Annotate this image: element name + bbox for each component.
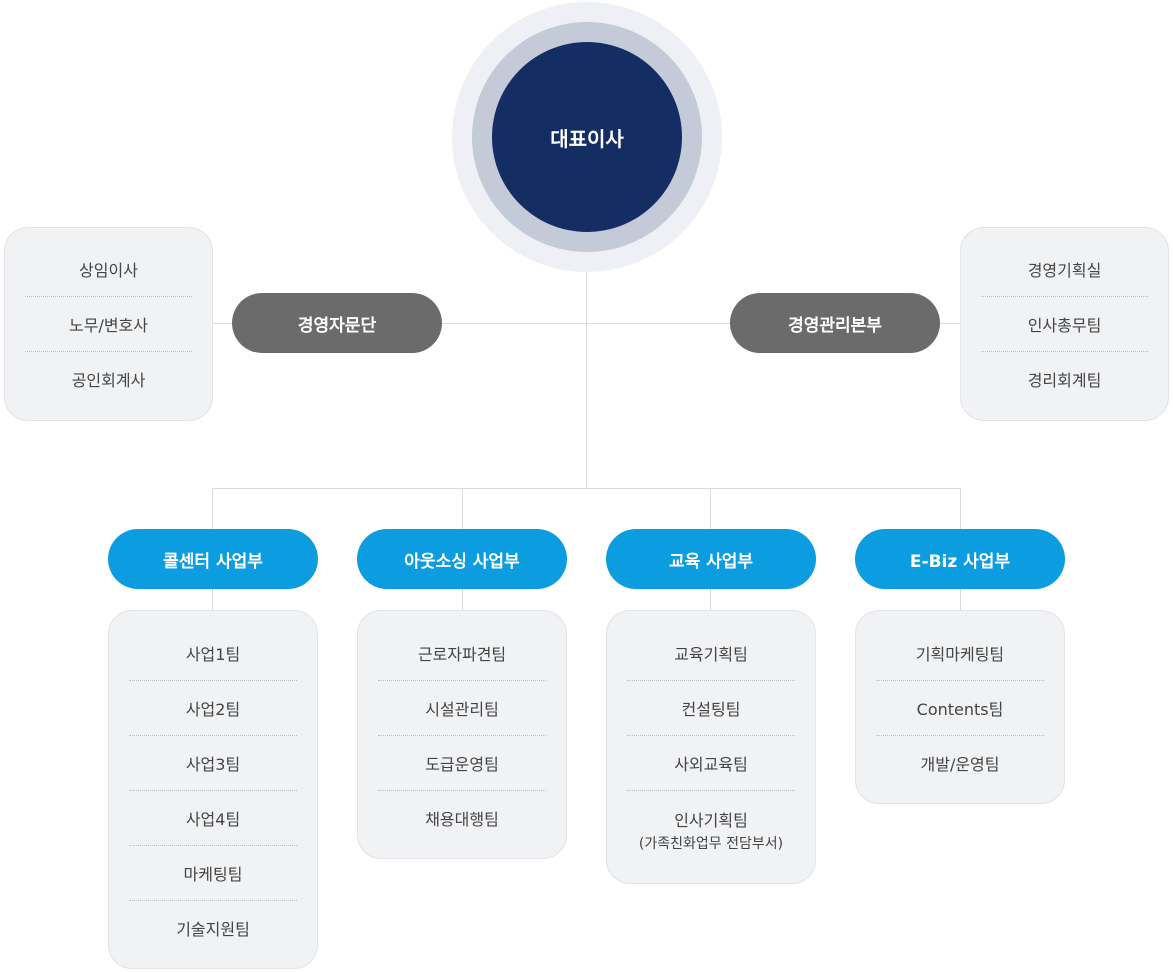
management-team-item: 경영기획실 [981,241,1148,297]
advisory-team-item: 노무/변호사 [25,296,192,352]
connector-division-horizontal [212,488,961,489]
ebiz-team-item: 기획마케팅팀 [876,625,1044,681]
outsourcing-team-item: 도급운영팀 [378,735,546,791]
education-team-box: 교육기획팀 컨설팅팀 사외교육팀 인사기획팀 (가족친화업무 전담부서) [606,610,816,884]
education-team-item: 사외교육팀 [627,735,795,791]
advisory-team-item: 상임이사 [25,241,192,297]
advisory-team-item: 공인회계사 [71,370,146,390]
advisory-node: 경영자문단 [232,293,442,353]
callcenter-team-item: 사업3팀 [129,735,297,791]
callcenter-team-box: 사업1팀 사업2팀 사업3팀 사업4팀 마케팅팀 기술지원팀 [108,610,318,969]
ceo-node: 대표이사 [492,42,682,232]
outsourcing-team-box: 근로자파견팀 시설관리팀 도급운영팀 채용대행팀 [357,610,567,859]
education-team-item: 인사기획팀 (가족친화업무 전담부서) [638,811,784,852]
ebiz-team-item: Contents팀 [876,680,1044,736]
ebiz-team-box: 기획마케팅팀 Contents팀 개발/운영팀 [855,610,1065,804]
management-team-box: 경영기획실 인사총무팀 경리회계팀 [960,227,1169,421]
callcenter-team-item: 사업2팀 [129,680,297,736]
outsourcing-team-item: 시설관리팀 [378,680,546,736]
connector-ceo-trunk [586,232,587,488]
callcenter-team-item: 기술지원팀 [176,919,250,939]
callcenter-team-item: 마케팅팀 [129,845,297,901]
outsourcing-division-node: 아웃소싱 사업부 [357,529,567,589]
ebiz-team-item: 개발/운영팀 [920,754,1000,774]
ebiz-division-node: E-Biz 사업부 [855,529,1065,589]
callcenter-team-item: 사업1팀 [129,625,297,681]
advisory-label: 경영자문단 [297,315,377,336]
education-division-node: 교육 사업부 [606,529,816,589]
education-team-item-note: (가족친화업무 전담부서) [638,836,784,852]
ebiz-division-label: E-Biz 사업부 [909,551,1011,572]
callcenter-team-item: 사업4팀 [129,790,297,846]
ceo-label: 대표이사 [550,126,624,151]
education-team-item: 교육기획팀 [627,625,795,681]
education-team-item: 컨설팅팀 [627,680,795,736]
management-team-item: 경리회계팀 [1027,370,1102,390]
outsourcing-division-label: 아웃소싱 사업부 [404,551,520,572]
advisory-team-box: 상임이사 노무/변호사 공인회계사 [4,227,213,421]
management-team-item: 인사총무팀 [981,296,1148,352]
callcenter-division-label: 콜센터 사업부 [163,551,263,572]
outsourcing-team-item: 근로자파견팀 [378,625,546,681]
connector-staff-horizontal [212,323,961,324]
management-node: 경영관리본부 [730,293,940,353]
education-division-label: 교육 사업부 [668,551,754,572]
callcenter-division-node: 콜센터 사업부 [108,529,318,589]
management-label: 경영관리본부 [788,315,882,336]
outsourcing-team-item: 채용대행팀 [425,809,499,829]
